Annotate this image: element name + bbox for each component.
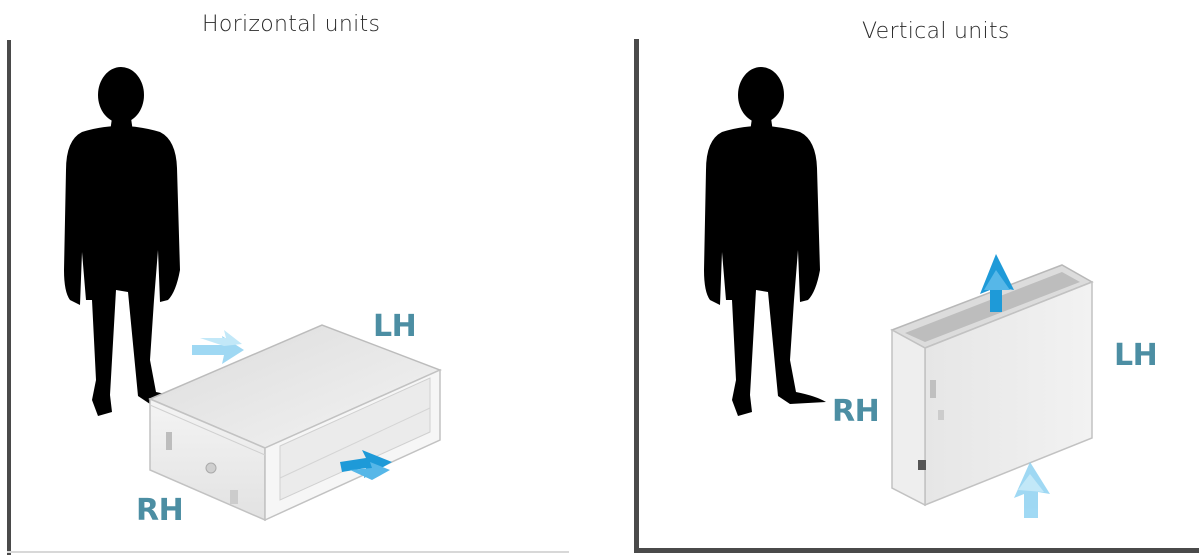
vertical-floor-line (634, 548, 1199, 553)
person-silhouette-icon (64, 67, 186, 416)
horizontal-wall-line (7, 40, 11, 555)
horizontal-floor-line (7, 551, 569, 553)
airflow-arrow-icon (192, 330, 244, 364)
vertical-panel-title: Vertical units (862, 19, 1010, 44)
horizontal-panel-title: Horizontal units (202, 12, 381, 37)
horizontal-rh-label: RH (136, 493, 184, 528)
vertical-wall-line (634, 39, 639, 553)
vertical-rh-label: RH (832, 394, 880, 429)
airflow-arrow-icon (980, 254, 1014, 312)
airflow-arrow-icon (1014, 462, 1050, 518)
airflow-arrow-icon (340, 450, 392, 480)
person-silhouette-icon (704, 67, 826, 416)
fan-coil-unit-icon (148, 324, 442, 522)
horizontal-lh-label: LH (373, 309, 417, 344)
vertical-lh-label: LH (1114, 338, 1158, 373)
